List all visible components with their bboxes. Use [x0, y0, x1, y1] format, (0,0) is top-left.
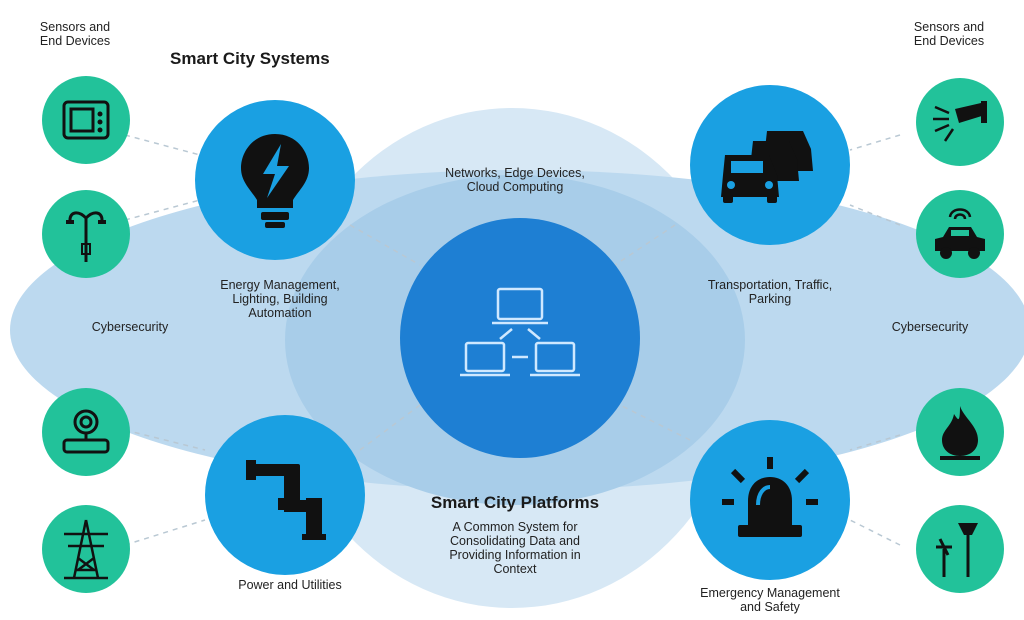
- cars-icon: [721, 131, 813, 203]
- device-thermostat: [42, 76, 130, 164]
- transport-label: Transportation, Traffic, Parking: [707, 278, 833, 306]
- emergency-label: Emergency Management and Safety: [700, 586, 840, 614]
- emergency-system-circle: [690, 420, 850, 580]
- device-streetlight: [42, 190, 130, 278]
- network-computers-icon: [460, 287, 580, 377]
- connector-lines: [124, 134, 901, 546]
- power-system-circle: [205, 415, 365, 575]
- thermostat-icon: [62, 100, 110, 140]
- energy-label: Energy Management, Lighting, Building Au…: [220, 278, 340, 320]
- device-weather-station: [916, 505, 1004, 593]
- cybersecurity-label-right: Cybersecurity: [891, 320, 969, 334]
- platform-description: A Common System for Consolidating Data a…: [449, 520, 581, 576]
- page-title: Smart City Systems: [170, 49, 330, 68]
- cybersecurity-label-left: Cybersecurity: [91, 320, 169, 334]
- platform-circle: [400, 218, 640, 458]
- energy-system-circle: [195, 100, 355, 260]
- sensors-label-left: Sensors and End Devices: [39, 20, 111, 48]
- platform-title: Smart City Platforms: [430, 493, 600, 512]
- device-security-camera: [916, 78, 1004, 166]
- power-label: Power and Utilities: [238, 578, 342, 592]
- power-tower-icon: [64, 519, 108, 580]
- security-camera-icon: [933, 101, 987, 142]
- device-water-meter: [42, 388, 130, 476]
- device-power-tower: [42, 505, 130, 593]
- weather-station-icon: [936, 523, 978, 577]
- fire-sensor-icon: [940, 406, 980, 460]
- transport-system-circle: [690, 85, 850, 245]
- water-meter-icon: [62, 409, 110, 454]
- lightbulb-bolt-icon: [241, 134, 309, 228]
- networks-label: Networks, Edge Devices, Cloud Computing: [445, 166, 585, 194]
- sensors-label-right: Sensors and End Devices: [913, 20, 985, 48]
- pipes-icon: [246, 460, 326, 540]
- device-fire-sensor: [916, 388, 1004, 476]
- connected-car-icon: [935, 208, 985, 259]
- device-connected-car: [916, 190, 1004, 278]
- alarm-light-icon: [722, 457, 818, 537]
- streetlight-icon: [66, 211, 106, 262]
